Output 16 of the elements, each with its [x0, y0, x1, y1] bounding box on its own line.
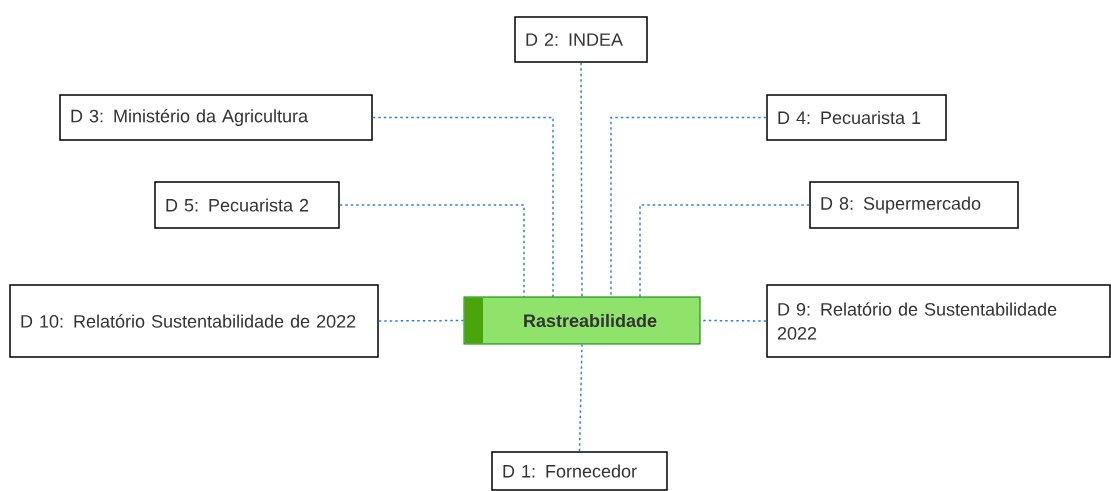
document-box: D 3: Ministério da Agricultura [59, 94, 373, 141]
connector-line [610, 116, 767, 298]
document-box: D 4: Pecuarista 1 [766, 94, 947, 141]
connector-line [578, 343, 583, 452]
connector-line [378, 319, 465, 322]
connector-line [372, 116, 554, 298]
connector-line [339, 204, 525, 298]
document-box: D 8: Supermercado [809, 181, 1019, 229]
document-box: D 2: INDEA [514, 16, 648, 63]
document-box: D 5: Pecuarista 2 [154, 181, 340, 229]
topic-box: Rastreabilidade [463, 296, 701, 345]
connector-line [580, 62, 583, 298]
document-box: D 9: Relatório de Sustentabilidade 2022 [766, 284, 1111, 358]
document-box: D 10: Relatório Sustentabilidade de 2022 [9, 284, 379, 358]
document-box: D 1: Fornecedor [491, 451, 668, 491]
connector-line [639, 204, 810, 298]
